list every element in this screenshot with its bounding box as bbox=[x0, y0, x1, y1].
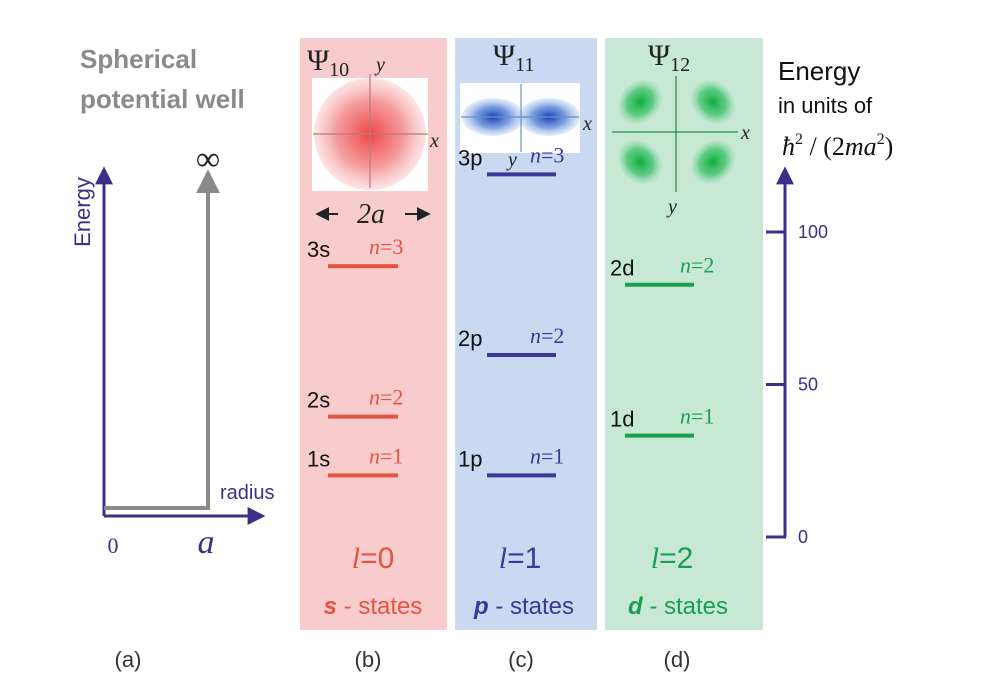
l-value-s: l=0 bbox=[352, 542, 395, 575]
level-1p-label: 1p bbox=[458, 446, 482, 471]
scale-tick-label-0: 0 bbox=[798, 527, 808, 547]
scale-tick-label-50: 50 bbox=[798, 375, 818, 395]
d-levels: 1d n=1 2d n=2 bbox=[610, 253, 714, 438]
level-2d-n: n=2 bbox=[680, 253, 714, 278]
level-2p-n: n=2 bbox=[530, 323, 564, 348]
p-levels: 1p n=1 2p n=2 3p n=3 bbox=[458, 142, 564, 478]
energy-scale: Energy in units of ħ2 / (2ma2) 0 50 100 bbox=[766, 56, 893, 547]
level-1s-n: n=1 bbox=[369, 443, 403, 468]
s-states-label: s - states bbox=[324, 593, 423, 620]
level-2d-label: 2d bbox=[610, 256, 634, 281]
energy-scale-title: Energy bbox=[778, 56, 860, 86]
level-3s-label: 3s bbox=[307, 237, 330, 262]
orbital-p-y-label: y bbox=[506, 149, 517, 171]
orbital-d-image bbox=[617, 79, 736, 185]
orbital-s-y-label: y bbox=[374, 54, 385, 76]
orbital-d-lobe-br bbox=[690, 139, 736, 185]
psi-12-symbol: Ψ12 bbox=[648, 39, 690, 76]
diameter-label: 2a bbox=[357, 199, 385, 230]
s-levels: 1s n=1 2s n=2 3s n=3 bbox=[307, 234, 403, 478]
scale-tick-label-100: 100 bbox=[798, 222, 828, 242]
level-1d-label: 1d bbox=[610, 407, 634, 432]
level-2p-label: 2p bbox=[458, 326, 482, 351]
panel-s: Ψ10 y x 2a 1s n=1 2s n=2 3s n=3 l=0 s - state… bbox=[300, 38, 447, 672]
p-states-label: p - states bbox=[473, 593, 574, 620]
level-3p-label: 3p bbox=[458, 145, 482, 170]
potential-well-wall bbox=[104, 169, 220, 510]
orbital-s-x-label: x bbox=[429, 130, 439, 152]
level-1s-label: 1s bbox=[307, 446, 330, 471]
caption-a: (a) bbox=[115, 647, 142, 672]
panel-p: Ψ11 x y 1p n=1 2p n=2 3p n=3 l=1 p - states (… bbox=[455, 38, 597, 672]
orbital-d-lobe-tr bbox=[690, 79, 736, 125]
panel-d: Ψ12 x y 1d n=1 2d n=2 l=2 d - states (d) bbox=[605, 38, 763, 672]
energy-scale-unit: ħ2 / (2ma2) bbox=[782, 131, 893, 161]
well-radius-label: a bbox=[198, 524, 215, 561]
level-3p-n: n=3 bbox=[530, 142, 564, 167]
orbital-d-lobe-tl bbox=[617, 79, 663, 125]
psi-11-symbol: Ψ11 bbox=[493, 39, 534, 76]
l-value-d: l=2 bbox=[651, 542, 694, 575]
level-1p-n: n=1 bbox=[530, 443, 564, 468]
level-1d-n: n=1 bbox=[680, 404, 714, 429]
panel-d-background bbox=[605, 38, 763, 630]
infinity-symbol: ∞ bbox=[196, 141, 220, 178]
caption-d: (d) bbox=[664, 647, 691, 672]
orbital-d-x-label: x bbox=[740, 122, 750, 144]
level-2s-label: 2s bbox=[307, 388, 330, 413]
radius-axis-label: radius bbox=[220, 482, 274, 504]
orbital-d-lobe-bl bbox=[617, 139, 663, 185]
caption-c: (c) bbox=[508, 647, 534, 672]
energy-scale-ticks: 0 50 100 bbox=[766, 222, 828, 547]
orbital-d-y-label: y bbox=[666, 196, 677, 218]
orbital-p-x-label: x bbox=[582, 113, 592, 135]
energy-axis-label: Energy bbox=[70, 177, 95, 247]
level-2s-n: n=2 bbox=[369, 385, 403, 410]
energy-scale-subtitle: in units of bbox=[778, 93, 873, 118]
psi-10-symbol: Ψ10 bbox=[307, 44, 349, 81]
panel-a: Spherical potential well Energy radius ∞… bbox=[70, 44, 274, 672]
l-value-p: l=1 bbox=[499, 542, 542, 575]
d-states-label: d - states bbox=[628, 593, 728, 620]
origin-label: 0 bbox=[108, 533, 119, 558]
title-line2: potential well bbox=[80, 84, 245, 114]
level-3s-n: n=3 bbox=[369, 234, 403, 259]
caption-b: (b) bbox=[355, 647, 382, 672]
title-line1: Spherical bbox=[80, 44, 197, 74]
